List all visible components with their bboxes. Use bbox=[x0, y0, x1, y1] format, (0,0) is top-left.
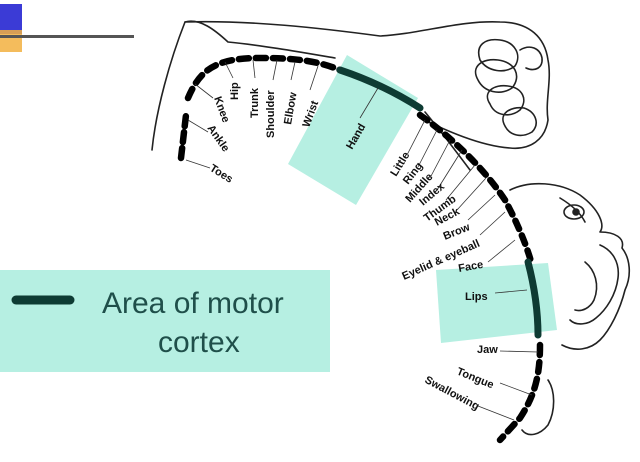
label-ankle: Ankle bbox=[205, 123, 232, 154]
cortex-hip-segment bbox=[184, 54, 344, 102]
cortex-jaw-segment bbox=[496, 341, 544, 444]
label-shoulder: Shoulder bbox=[265, 90, 277, 138]
lips-highlight-box bbox=[436, 263, 557, 343]
eye-outline bbox=[563, 204, 585, 220]
legend: Area of motor cortex bbox=[0, 270, 330, 372]
label-toes: Toes bbox=[207, 162, 234, 185]
leader-lines bbox=[185, 59, 539, 421]
legend-text-line2: cortex bbox=[158, 326, 240, 359]
cortex-arc bbox=[177, 54, 544, 444]
cortex-leg-segment bbox=[177, 111, 190, 162]
eye-pupil bbox=[572, 208, 580, 216]
corner-blue-square bbox=[0, 4, 22, 34]
label-elbow: Elbow bbox=[282, 91, 300, 125]
label-hip: Hip bbox=[229, 82, 241, 100]
cortex-hand-area bbox=[336, 66, 424, 112]
label-jaw: Jaw bbox=[477, 344, 498, 356]
hand-highlight-box bbox=[288, 55, 418, 205]
label-lips: Lips bbox=[465, 291, 488, 303]
slide-corner-decoration bbox=[0, 4, 134, 52]
legend-text-line1: Area of motor bbox=[102, 287, 284, 320]
cortex-face-segment bbox=[416, 111, 536, 269]
legend-box bbox=[0, 270, 330, 372]
corner-line bbox=[0, 35, 134, 38]
label-face: Face bbox=[457, 259, 484, 275]
label-tongue: Tongue bbox=[455, 366, 496, 392]
label-trunk: Trunk bbox=[249, 87, 261, 118]
homunculus-face-outline bbox=[509, 182, 631, 436]
cortex-lips-area bbox=[524, 258, 542, 339]
